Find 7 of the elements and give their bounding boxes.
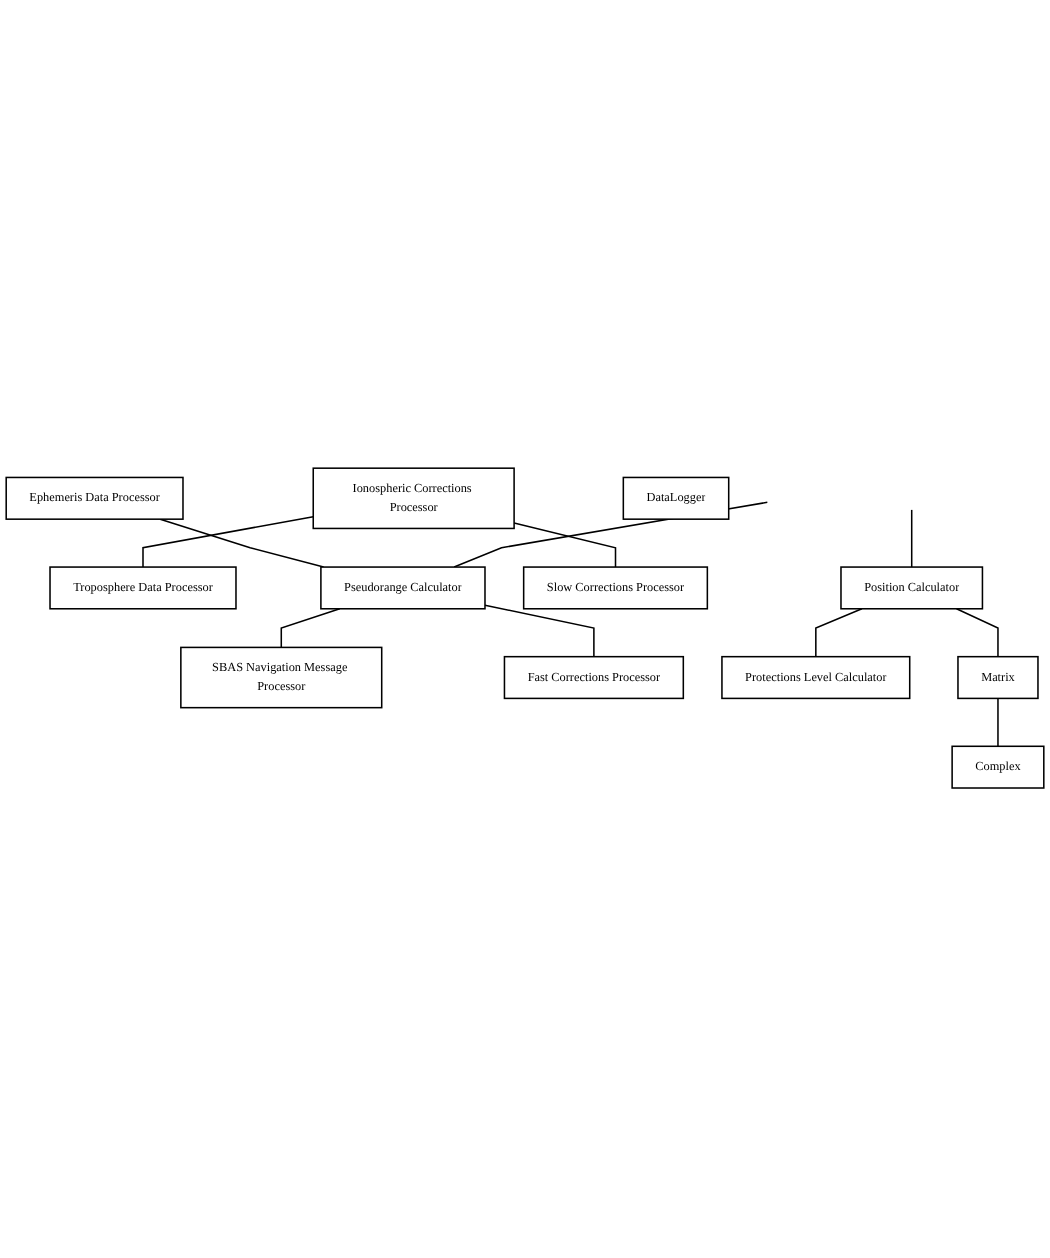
connector bbox=[910, 510, 913, 569]
connector bbox=[513, 523, 617, 569]
connector bbox=[484, 605, 595, 659]
connector bbox=[280, 608, 341, 650]
connector bbox=[142, 516, 314, 569]
connector bbox=[815, 608, 863, 659]
connector bbox=[997, 698, 999, 748]
